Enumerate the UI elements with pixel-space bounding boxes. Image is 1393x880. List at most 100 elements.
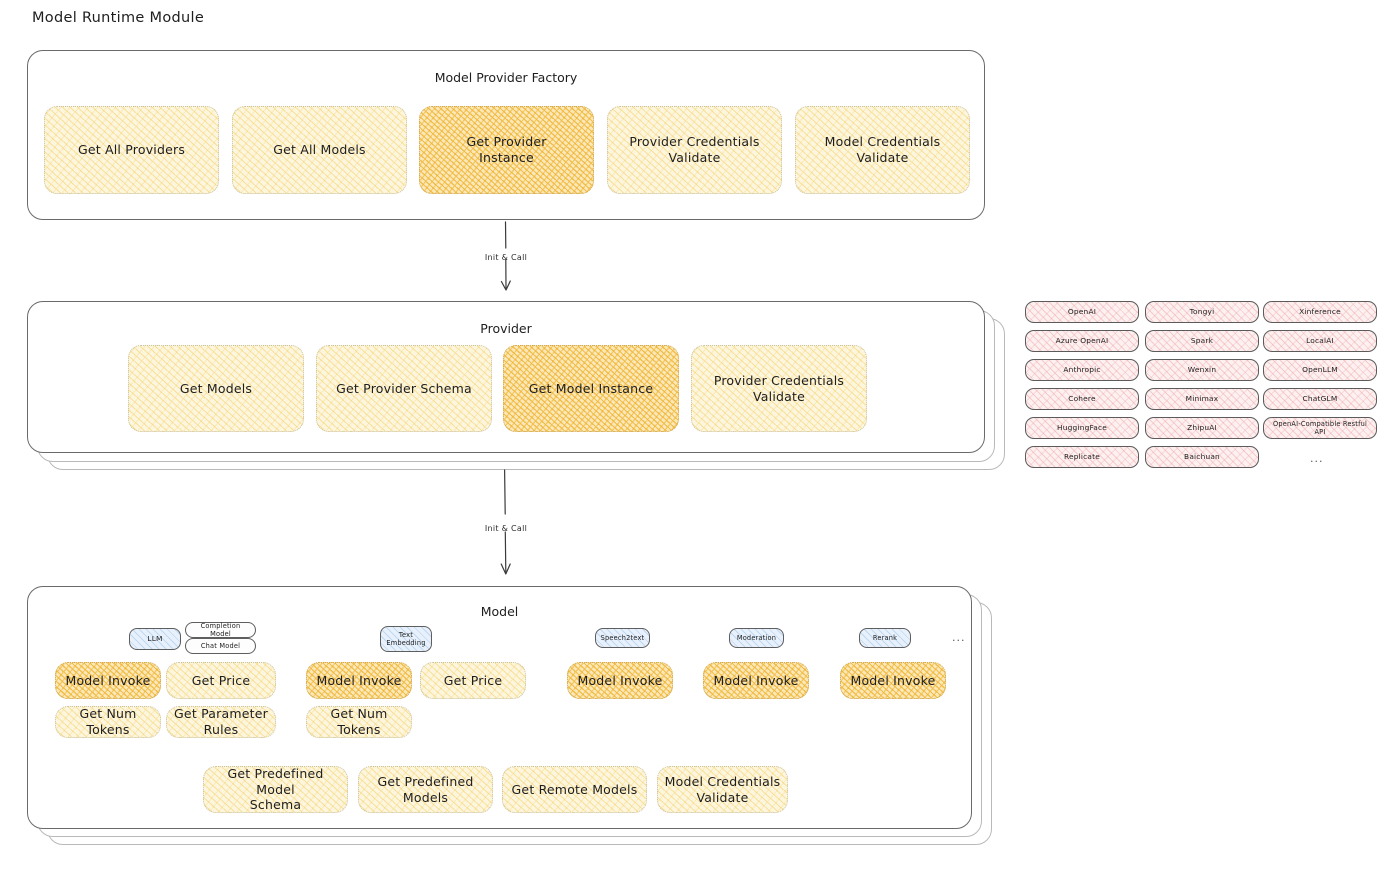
factory-card-get-provider-instance[interactable]: Get Provider Instance [419, 106, 594, 194]
model-type-badge-rerank[interactable]: Rerank [859, 628, 911, 648]
provider-tag-azure-openai[interactable]: Azure OpenAI [1025, 330, 1139, 352]
provider-tag-label: OpenLLM [1302, 365, 1338, 375]
model-subtype-badge-label: Chat Model [200, 641, 241, 650]
model-type-badge-label: LLM [147, 634, 163, 644]
method-label: Model Invoke [713, 672, 799, 688]
text-embedding-method-get-num-tokens[interactable]: Get Num Tokens [306, 706, 412, 738]
provider-tag-label: Azure OpenAI [1055, 336, 1109, 346]
method-label: Get Num Tokens [79, 706, 137, 737]
factory-card-get-all-providers[interactable]: Get All Providers [44, 106, 219, 194]
provider-tag-label: Anthropic [1063, 365, 1101, 375]
arrow-label-init-and-call-2: Init & Call [484, 524, 528, 533]
provider-tag-wenxin[interactable]: Wenxin [1145, 359, 1259, 381]
method-label: Model Credentials Validate [664, 773, 781, 805]
provider-card-get-models[interactable]: Get Models [128, 345, 304, 432]
provider-tag-label: ZhipuAI [1187, 423, 1217, 433]
provider-tag-zhipuai[interactable]: ZhipuAI [1145, 417, 1259, 439]
method-label: Model Invoke [65, 672, 151, 688]
rerank-method-model-invoke[interactable]: Model Invoke [840, 662, 946, 699]
llm-method-get-parameter-rules[interactable]: Get Parameter Rules [166, 706, 276, 738]
model-title: Model [480, 604, 519, 619]
model-shared-method-get-predefined-models[interactable]: Get Predefined Models [358, 766, 493, 813]
factory-card-label: Get All Models [273, 142, 366, 158]
factory-card-label: Model Credentials Validate [824, 134, 941, 165]
provider-tag-baichuan[interactable]: Baichuan [1145, 446, 1259, 468]
llm-method-get-price[interactable]: Get Price [166, 662, 276, 699]
model-type-badge-label: Rerank [872, 633, 898, 642]
arrow-factory-to-provider [500, 221, 511, 291]
provider-title: Provider [480, 321, 532, 336]
provider-tag-label: HuggingFace [1057, 423, 1107, 433]
provider-tag-label: ChatGLM [1302, 394, 1338, 404]
provider-tag-xinference[interactable]: Xinference [1263, 301, 1377, 323]
provider-tag-anthropic[interactable]: Anthropic [1025, 359, 1139, 381]
provider-tag-huggingface[interactable]: HuggingFace [1025, 417, 1139, 439]
provider-tag-label: Baichuan [1184, 452, 1220, 462]
moderation-method-model-invoke[interactable]: Model Invoke [703, 662, 809, 699]
model-subtype-badge-chat-model[interactable]: Chat Model [185, 638, 256, 654]
model-subtype-badge-completion-model[interactable]: Completion Model [185, 622, 256, 638]
model-type-badge-text-embedding[interactable]: Text Embedding [380, 626, 432, 652]
provider-tag-openllm[interactable]: OpenLLM [1263, 359, 1377, 381]
method-label: Get Remote Models [511, 781, 638, 797]
method-label: Get Predefined Model Schema [227, 766, 324, 813]
method-label: Model Invoke [316, 672, 402, 688]
arrow-provider-to-model [500, 469, 511, 575]
model-subtype-badge-label: Completion Model [200, 621, 241, 638]
provider-tag-label: Xinference [1299, 307, 1341, 317]
text-embedding-method-model-invoke[interactable]: Model Invoke [306, 662, 412, 699]
model-shared-method-get-predefined-model-schema[interactable]: Get Predefined Model Schema [203, 766, 348, 813]
provider-card-get-model-instance[interactable]: Get Model Instance [503, 345, 679, 432]
factory-card-provider-credentials-validate[interactable]: Provider Credentials Validate [607, 106, 782, 194]
provider-tag-label: Cohere [1068, 394, 1096, 404]
provider-card-label: Get Model Instance [528, 380, 654, 396]
provider-list-more-ellipsis: ... [1310, 452, 1324, 465]
provider-card-label: Provider Credentials Validate [713, 372, 845, 404]
provider-card-label: Get Models [179, 380, 253, 396]
factory-card-get-all-models[interactable]: Get All Models [232, 106, 407, 194]
provider-tag-openai-compatible-restful-api[interactable]: OpenAI-Compatible Restful API [1263, 417, 1377, 439]
factory-card-label: Provider Credentials Validate [629, 134, 760, 165]
provider-tag-localai[interactable]: LocalAI [1263, 330, 1377, 352]
provider-tag-minimax[interactable]: Minimax [1145, 388, 1259, 410]
model-type-badge-llm[interactable]: LLM [129, 628, 181, 650]
provider-tag-label: Tongyi [1189, 307, 1215, 317]
provider-tag-label: Wenxin [1187, 365, 1217, 375]
method-label: Get Predefined Models [377, 773, 474, 805]
model-type-badge-label: Text Embedding [386, 630, 426, 647]
provider-tag-chatglm[interactable]: ChatGLM [1263, 388, 1377, 410]
provider-tag-cohere[interactable]: Cohere [1025, 388, 1139, 410]
method-label: Model Invoke [577, 672, 663, 688]
arrow-label-init-and-call-1: Init & Call [484, 253, 528, 262]
factory-card-model-credentials-validate[interactable]: Model Credentials Validate [795, 106, 970, 194]
method-label: Get Parameter Rules [174, 706, 268, 737]
provider-card-provider-credentials-validate[interactable]: Provider Credentials Validate [691, 345, 867, 432]
model-type-badge-speech2text[interactable]: Speech2text [595, 628, 650, 648]
provider-tag-spark[interactable]: Spark [1145, 330, 1259, 352]
model-shared-method-get-remote-models[interactable]: Get Remote Models [502, 766, 647, 813]
speech2text-method-model-invoke[interactable]: Model Invoke [567, 662, 673, 699]
method-label: Get Price [443, 672, 503, 688]
provider-tag-openai[interactable]: OpenAI [1025, 301, 1139, 323]
provider-card-get-provider-schema[interactable]: Get Provider Schema [316, 345, 492, 432]
provider-tag-label: OpenAI-Compatible Restful API [1272, 419, 1367, 436]
provider-tag-label: Spark [1190, 336, 1214, 346]
method-label: Get Num Tokens [330, 706, 388, 737]
model-provider-factory-title: Model Provider Factory [434, 70, 578, 85]
text-embedding-method-get-price[interactable]: Get Price [420, 662, 526, 699]
provider-tag-label: Minimax [1185, 394, 1219, 404]
llm-method-get-num-tokens[interactable]: Get Num Tokens [55, 706, 161, 738]
provider-tag-label: OpenAI [1067, 307, 1097, 317]
provider-card-label: Get Provider Schema [336, 380, 472, 396]
provider-tag-tongyi[interactable]: Tongyi [1145, 301, 1259, 323]
model-shared-method-model-credentials-validate[interactable]: Model Credentials Validate [657, 766, 788, 813]
provider-tag-label: Replicate [1064, 452, 1100, 462]
model-type-badge-label: Moderation [736, 633, 777, 642]
factory-card-label: Get Provider Instance [466, 134, 547, 165]
provider-tag-replicate[interactable]: Replicate [1025, 446, 1139, 468]
provider-tag-label: LocalAI [1306, 336, 1334, 346]
llm-method-model-invoke[interactable]: Model Invoke [55, 662, 161, 699]
model-type-badge-moderation[interactable]: Moderation [729, 628, 784, 648]
factory-card-label: Get All Providers [77, 142, 186, 158]
